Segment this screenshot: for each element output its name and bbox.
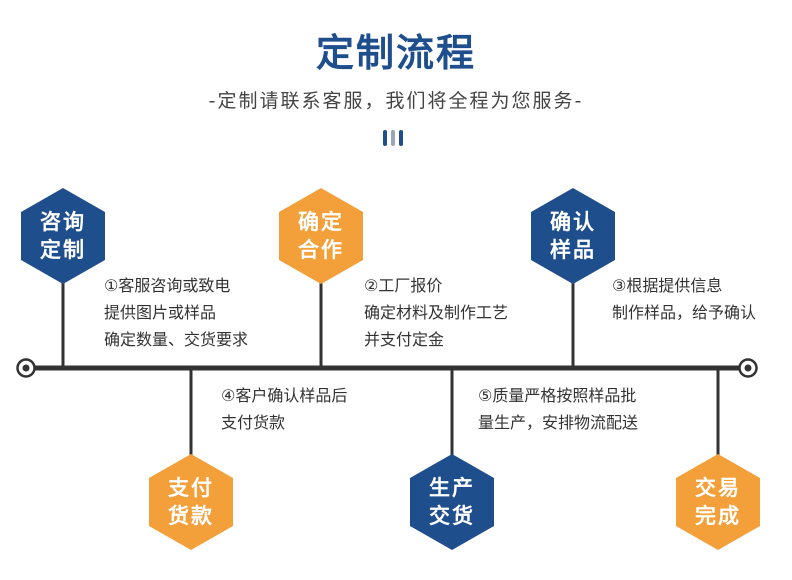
step-6-label-line-1: 交易 <box>695 476 741 500</box>
step-3-label-line-1: 确认 <box>550 210 596 234</box>
step-1-hexagon: 咨询 定制 <box>21 188 105 284</box>
step-3-desc-line-2: 制作样品，给予确认 <box>612 303 757 322</box>
step-5-desc-line-2: 量生产，安排物流配送 <box>478 413 639 432</box>
step-3-hexagon: 确认 样品 <box>531 188 615 284</box>
step-5-description: ⑤质量严格按照样品批 量生产，安排物流配送 <box>478 382 638 436</box>
step-2-label-line-1: 确定 <box>298 210 344 234</box>
step-1-label-line-2: 定制 <box>40 238 86 262</box>
step-2-desc-line-1: ②工厂报价 <box>364 276 443 295</box>
page-title: 定制流程 <box>315 31 476 75</box>
step-2-description: ②工厂报价 确定材料及制作工艺 并支付定金 <box>364 272 508 353</box>
step-1-label-line-1: 咨询 <box>40 210 86 234</box>
step-2-label-line-2: 合作 <box>298 238 344 262</box>
step-5-hexagon: 生产 交货 <box>410 454 494 550</box>
step-1-desc-line-1: ①客服咨询或致电 <box>104 276 231 295</box>
step-1-desc-line-3: 确定数量、交货要求 <box>104 330 249 349</box>
step-4-label-line-2: 货款 <box>168 504 214 528</box>
step-3-label-line-2: 样品 <box>550 238 596 262</box>
step-4-desc-line-1: ④客户确认样品后 <box>221 386 348 405</box>
step-4-hexagon: 支付 货款 <box>149 454 233 550</box>
step-5-label-line-2: 交货 <box>429 504 475 528</box>
step-6-hexagon: 交易 完成 <box>676 454 760 550</box>
page-subtitle: -定制请联系客服，我们将全程为您服务- <box>208 90 584 112</box>
step-3-description: ③根据提供信息 制作样品，给予确认 <box>612 272 756 326</box>
step-1-description: ①客服咨询或致电 提供图片或样品 确定数量、交货要求 <box>104 272 248 353</box>
step-4-description: ④客户确认样品后 支付货款 <box>221 382 347 436</box>
step-4-label-line-1: 支付 <box>168 476 214 500</box>
decorative-bars-icon <box>380 128 406 148</box>
step-5-label-line-1: 生产 <box>429 476 475 500</box>
step-6-label-line-2: 完成 <box>695 504 741 528</box>
step-3-desc-line-1: ③根据提供信息 <box>612 276 723 295</box>
step-1-desc-line-2: 提供图片或样品 <box>104 303 217 322</box>
step-2-hexagon: 确定 合作 <box>279 188 363 284</box>
step-2-desc-line-2: 确定材料及制作工艺 <box>364 303 509 322</box>
step-5-desc-line-1: ⑤质量严格按照样品批 <box>478 386 637 405</box>
step-2-desc-line-3: 并支付定金 <box>364 330 445 349</box>
step-4-desc-line-2: 支付货款 <box>221 413 286 432</box>
